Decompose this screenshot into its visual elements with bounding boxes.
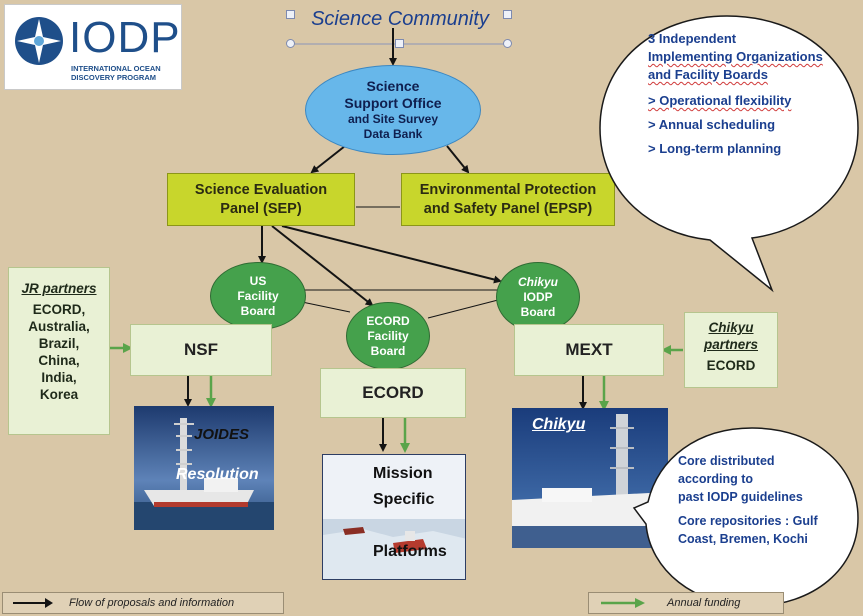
us-board-line3: Board [240,303,276,318]
arrow-sep-to-chikyu [281,225,502,284]
ecord-board-line3: Board [370,343,406,358]
globe-compass-icon [15,17,63,65]
callout-top-bullet3: > Long-term planning [648,141,782,156]
green-arrow-icon [601,598,645,608]
science-community-label[interactable]: Science Community [311,8,489,30]
sep-line2: Panel (SEP) [220,200,302,217]
legend-funding: Annual funding [588,592,784,614]
chikyu-partners-title2: partners [703,337,759,352]
chikyu-partners-box: Chikyu partners ECORD [684,312,778,388]
line-ecord-chikyu [427,299,499,319]
selection-handle[interactable] [286,39,295,48]
mission-specific-photo: Mission Specific Platforms [322,454,466,580]
selection-handle[interactable] [503,39,512,48]
msp-label-line2: Specific [373,491,435,508]
jr-partner-item: Korea [39,387,79,402]
jr-partner-item: India, [41,370,77,385]
msp-label-line1: Mission [373,465,433,482]
epsp-line1: Environmental Protection [419,181,597,198]
callout-bottom-line3: past IODP guidelines [678,490,803,504]
sep-line1: Science Evaluation [194,181,328,198]
chikyu-board-line2: IODP [523,289,553,304]
science-support-office-node: Science Support Office and Site Survey D… [305,65,481,155]
joides-label-line1: JOIDES [194,426,250,443]
icebreaker-image [323,455,465,579]
logo-title: IODP [69,13,181,62]
joides-label-line2: Resolution [176,466,259,483]
legend-proposals: Flow of proposals and information [2,592,284,614]
callout-top-bullet2: > Annual scheduling [648,117,776,132]
selection-handle[interactable] [395,39,404,48]
epsp-node: Environmental Protection and Safety Pane… [401,173,615,226]
sso-line1: Science [366,78,420,94]
jr-partner-item: Australia, [28,319,90,334]
chikyu-photo-label: Chikyu [532,416,586,433]
sso-line2: Support Office [344,95,442,111]
callout-bubble-top [599,15,859,293]
arrow-sso-to-epsp [446,145,470,174]
chikyu-board-line1: Chikyu [517,274,558,289]
joides-resolution-photo: JOIDES Resolution [134,406,274,530]
logo-subtitle: INTERNATIONAL OCEAN DISCOVERY PROGRAM [71,64,161,82]
callout-bottom-line4: Core repositories : Gulf [678,514,818,528]
legend-proposals-label: Flow of proposals and information [69,597,235,609]
line-us-ecord [301,301,351,313]
ship-image [134,406,274,530]
us-board-line1: US [249,273,267,288]
chikyu-partners-title1: Chikyu [708,320,754,335]
callout-bottom-line5: Coast, Bremen, Kochi [678,532,808,546]
callout-bottom-text: Core distributed according to past IODP … [678,452,858,548]
iodp-logo: IODP INTERNATIONAL OCEAN DISCOVERY PROGR… [4,4,182,90]
chikyu-board-line3: Board [520,304,556,319]
sso-line3: and Site Survey [347,112,439,126]
sso-line4: Data Bank [363,127,423,141]
ecord-board-line2: Facility [367,328,409,343]
chikyu-partners-member: ECORD [706,358,756,373]
black-arrow-icon [13,598,53,608]
mext-node: MEXT [514,324,664,376]
callout-bottom-line2: according to [678,472,754,486]
callout-bottom-line1: Core distributed [678,454,775,468]
callout-top-line3: and Facility Boards [648,67,768,82]
drilling-ship-image [512,408,668,548]
legend-funding-label: Annual funding [667,597,741,609]
nsf-node: NSF [130,324,272,376]
jr-partner-item: Brazil, [38,336,80,351]
msp-label-line3: Platforms [373,543,447,560]
arrow-sep-to-ecord [271,225,374,307]
jr-partners-box: JR partners ECORD, Australia, Brazil, Ch… [8,267,110,435]
callout-top-line1: 3 Independent [648,31,737,46]
sep-node: Science Evaluation Panel (SEP) [167,173,355,226]
jr-partner-item: China, [38,353,80,368]
epsp-line2: and Safety Panel (EPSP) [423,200,593,217]
us-board-line2: Facility [237,288,279,303]
ecord-board-line1: ECORD [366,313,410,328]
ecord-facility-board-node: ECORD Facility Board [346,302,430,370]
callout-top-text: 3 Independent Implementing Organizations… [648,30,858,158]
selection-handle[interactable] [503,10,512,19]
chikyu-photo: Chikyu [512,408,668,548]
callout-top-line2: Implementing Organizations [648,49,823,64]
arrow-sso-to-sep [310,145,346,174]
ecord-node: ECORD [320,368,466,418]
selection-handle[interactable] [286,10,295,19]
chikyu-iodp-board-node: Chikyu IODP Board [496,262,580,332]
jr-partner-item: ECORD, [32,302,86,317]
callout-top-bullet1: > Operational flexibility [648,93,792,108]
jr-partners-title: JR partners [21,281,97,296]
us-facility-board-node: US Facility Board [210,262,306,330]
